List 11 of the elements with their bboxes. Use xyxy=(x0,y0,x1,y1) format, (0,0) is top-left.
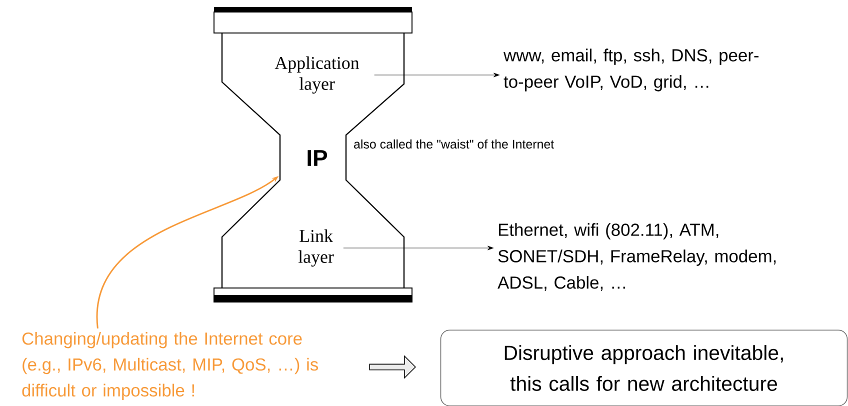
hourglass-drawing xyxy=(214,7,412,302)
layer-label: Link layer xyxy=(298,229,334,267)
layer-label: Application layer xyxy=(274,56,360,94)
arrow xyxy=(374,72,500,78)
protocol-list: Ethernet, wifi (802.11), ATM, SONET/SDH, FrameRelay, modem, ADSL, Cable, … xyxy=(498,223,776,291)
protocol-list: www, email, ftp, ssh, DNS, peer-to-peer VoIP, VoD, grid, … xyxy=(504,48,758,92)
note-text: Changing/updating the Internet core (e.g., IPv6, Multicast, MIP, QoS, …) is difficult or impossible ! xyxy=(22,332,318,400)
protocol-label: IP xyxy=(308,150,328,166)
arrow xyxy=(343,246,494,250)
annotation-text: also called the "waist" of the Internet xyxy=(354,139,554,149)
conclusion-box: Disruptive approach inevitable, this calls for new architecture xyxy=(440,330,848,406)
